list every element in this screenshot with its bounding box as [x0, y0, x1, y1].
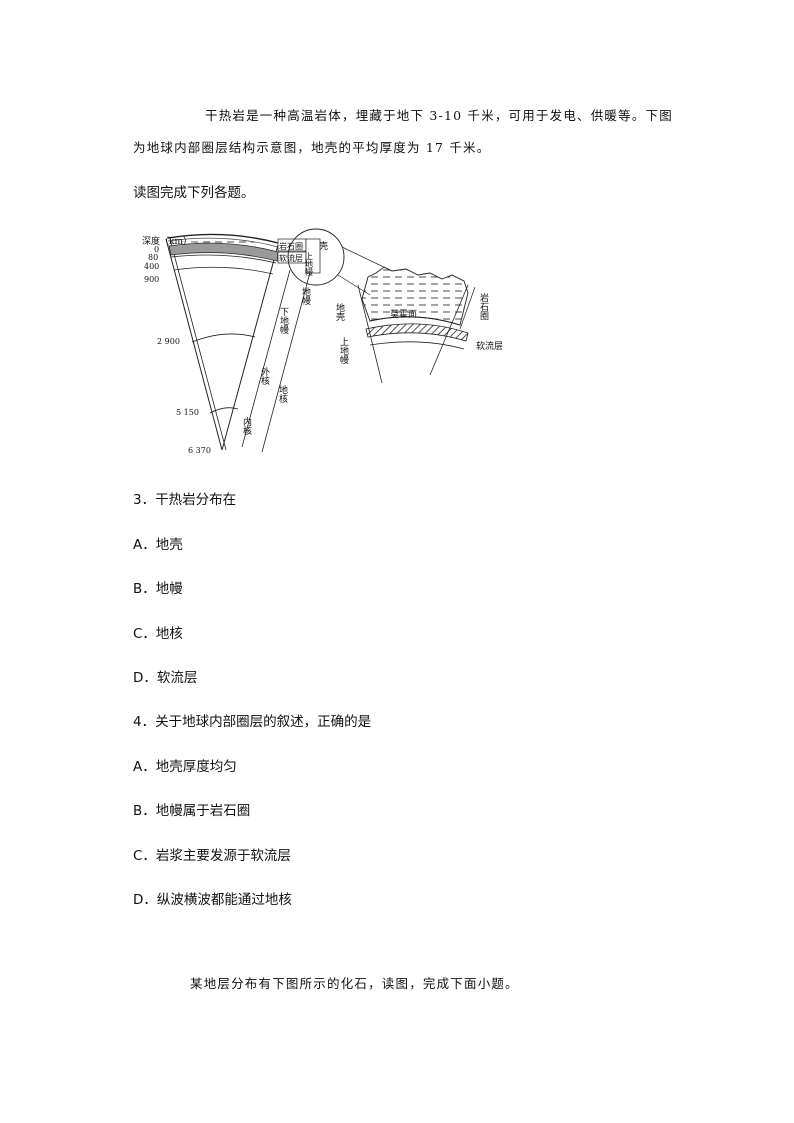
q4-option-c: C．岩浆主要发源于软流层 [133, 848, 291, 864]
q4-option-b: B．地幔属于岩石圈 [133, 803, 251, 819]
depth-tick-5150: 5 150 [176, 408, 199, 417]
label-inner-core: 内核 [241, 416, 252, 436]
arc-2900 [191, 333, 256, 343]
inset-moho-label: 莫霍面 [390, 308, 417, 320]
depth-tick-0: 0 [154, 245, 159, 254]
asthenosphere-band [168, 242, 279, 262]
footer-text: 某地层分布有下图所示的化石，读图，完成下面小题。 [190, 976, 519, 991]
q4-stem: 4．关于地球内部圈层的叙述，正确的是 [133, 714, 372, 730]
arc-5150 [209, 407, 239, 414]
q4-option-d: D．纵波横波都能通过地核 [133, 892, 292, 908]
q4-option-a: A．地壳厚度均匀 [133, 759, 237, 775]
earth-interior-diagram: 深度（km） 0 80 400 900 2 900 5 150 6 370 下地… [142, 228, 503, 455]
label-upper-mantle: 上地幔 [305, 252, 314, 277]
inset-asthenosphere-band [365, 323, 469, 342]
intro-line-1: 干热岩是一种高温岩体，埋藏于地下 3-10 千米，可用于发电、供暖等。下图 [205, 108, 673, 123]
inset-moho [369, 316, 461, 326]
intro-line-2: 为地球内部圈层结构示意图，地壳的平均厚度为 17 千米。 [133, 140, 491, 155]
arc-400 [170, 254, 277, 264]
depth-tick-2900: 2 900 [157, 337, 180, 346]
q3-option-c: C．地核 [133, 626, 183, 642]
label-lower-mantle: 下地幔 [278, 307, 289, 335]
q3-option-a: A．地壳 [133, 537, 183, 553]
wedge-left-edge [165, 238, 223, 451]
label-core: 地核 [277, 384, 288, 404]
inset-crust-label: 地壳 [334, 302, 345, 322]
depth-tick-6370: 6 370 [188, 446, 211, 455]
inset-asthenosphere-label: 软流层 [476, 340, 503, 352]
wedge-right-edge [221, 244, 279, 451]
depth-tick-900: 900 [144, 275, 159, 284]
label-lithosphere: 岩石圈 [279, 241, 303, 251]
q3-option-b: B．地幔 [133, 581, 183, 597]
depth-tick-400: 400 [144, 262, 159, 271]
label-outer-core: 外核 [259, 366, 270, 386]
q3-stem: 3．干热岩分布在 [133, 492, 237, 508]
depth-title: 深度（km） [142, 235, 192, 247]
depth-tick-80: 80 [148, 253, 158, 262]
zoom-circle [287, 228, 345, 286]
inset-upper-mantle-label: 上地幔 [338, 337, 349, 365]
crust-arc [167, 233, 279, 244]
instruction-text: 读图完成下列各题。 [133, 185, 255, 201]
arc-900 [173, 266, 274, 275]
wedge-left-edge-inner [169, 238, 227, 451]
q3-option-d: D．软流层 [133, 670, 198, 686]
inset-lithosphere-label: 岩石圈 [478, 292, 489, 321]
label-mantle: 地幔 [300, 286, 311, 306]
label-asthenosphere: 软流层 [279, 253, 303, 263]
